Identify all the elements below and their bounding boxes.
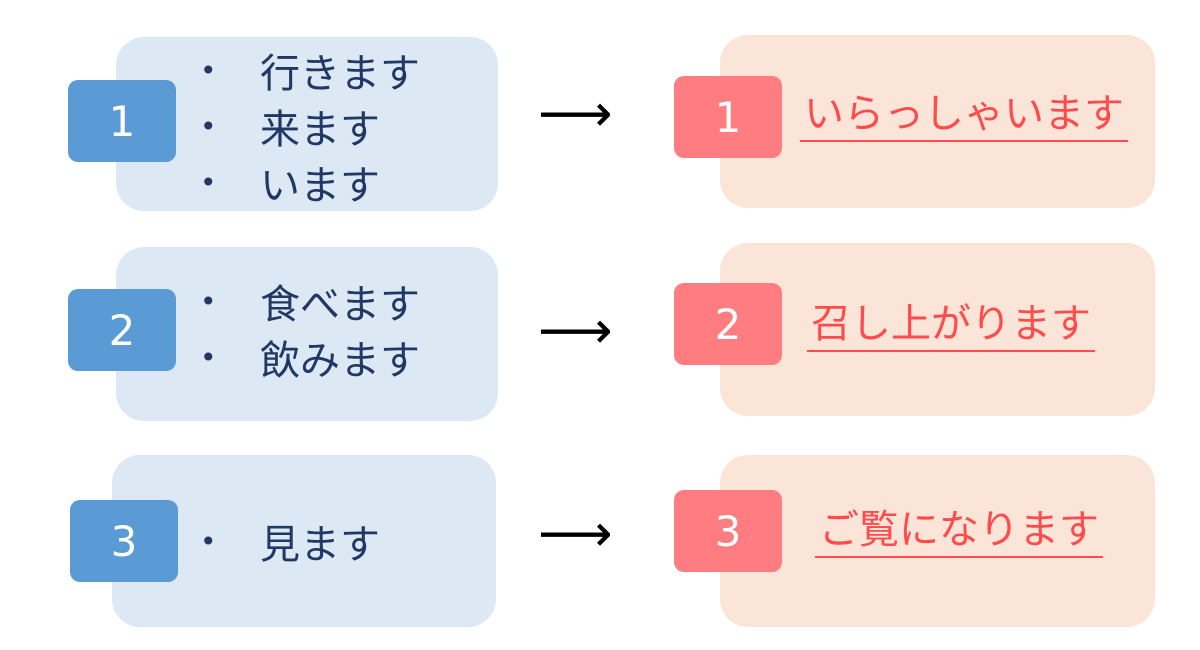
honorific-verb-2: 召し上がります [807,302,1095,352]
plain-verb-text: 見ます [260,522,380,568]
honorific-box-3 [720,455,1155,627]
plain-verb-text: 食べます [260,282,420,328]
honorific-box-2 [720,243,1155,416]
row-number-badge-1: 1 [68,80,176,162]
bullet-icon: • [200,340,217,374]
row-number-badge-2: 2 [68,289,176,371]
honorific-number-badge-3: 3 [674,490,782,572]
plain-verb-list-3: • 見ます [200,513,380,569]
honorific-number-badge-1: 1 [674,76,782,158]
bullet-icon: • [200,53,217,87]
right-arrow-icon: ⟶ [538,301,613,361]
plain-verb-text: います [260,163,380,209]
plain-verb-text: 行きます [260,51,420,97]
row-number-badge-3: 3 [70,500,178,582]
honorific-box-1 [720,35,1155,208]
plain-verbs-box-1 [116,37,498,211]
plain-verb-item: • 食べます [200,273,420,329]
bullet-icon: • [200,524,217,558]
plain-verb-item: • 行きます [200,42,420,98]
honorific-verb-1: いらっしゃいます [800,92,1128,142]
bullet-icon: • [200,165,217,199]
plain-verbs-box-2 [116,247,498,421]
plain-verb-text: 来ます [260,107,380,153]
plain-verb-item: • 飲みます [200,329,420,385]
plain-verb-item: • 来ます [200,98,420,154]
honorific-number-badge-2: 2 [674,283,782,365]
plain-verb-list-1: • 行きます • 来ます • います [200,42,420,210]
honorific-verb-3: ご覧になります [815,508,1103,558]
bullet-icon: • [200,109,217,143]
plain-verb-item: • います [200,154,420,210]
plain-verb-text: 飲みます [260,338,420,384]
bullet-icon: • [200,284,217,318]
plain-verb-item: • 見ます [200,513,380,569]
right-arrow-icon: ⟶ [538,84,613,144]
right-arrow-icon: ⟶ [538,504,613,564]
plain-verb-list-2: • 食べます • 飲みます [200,273,420,385]
